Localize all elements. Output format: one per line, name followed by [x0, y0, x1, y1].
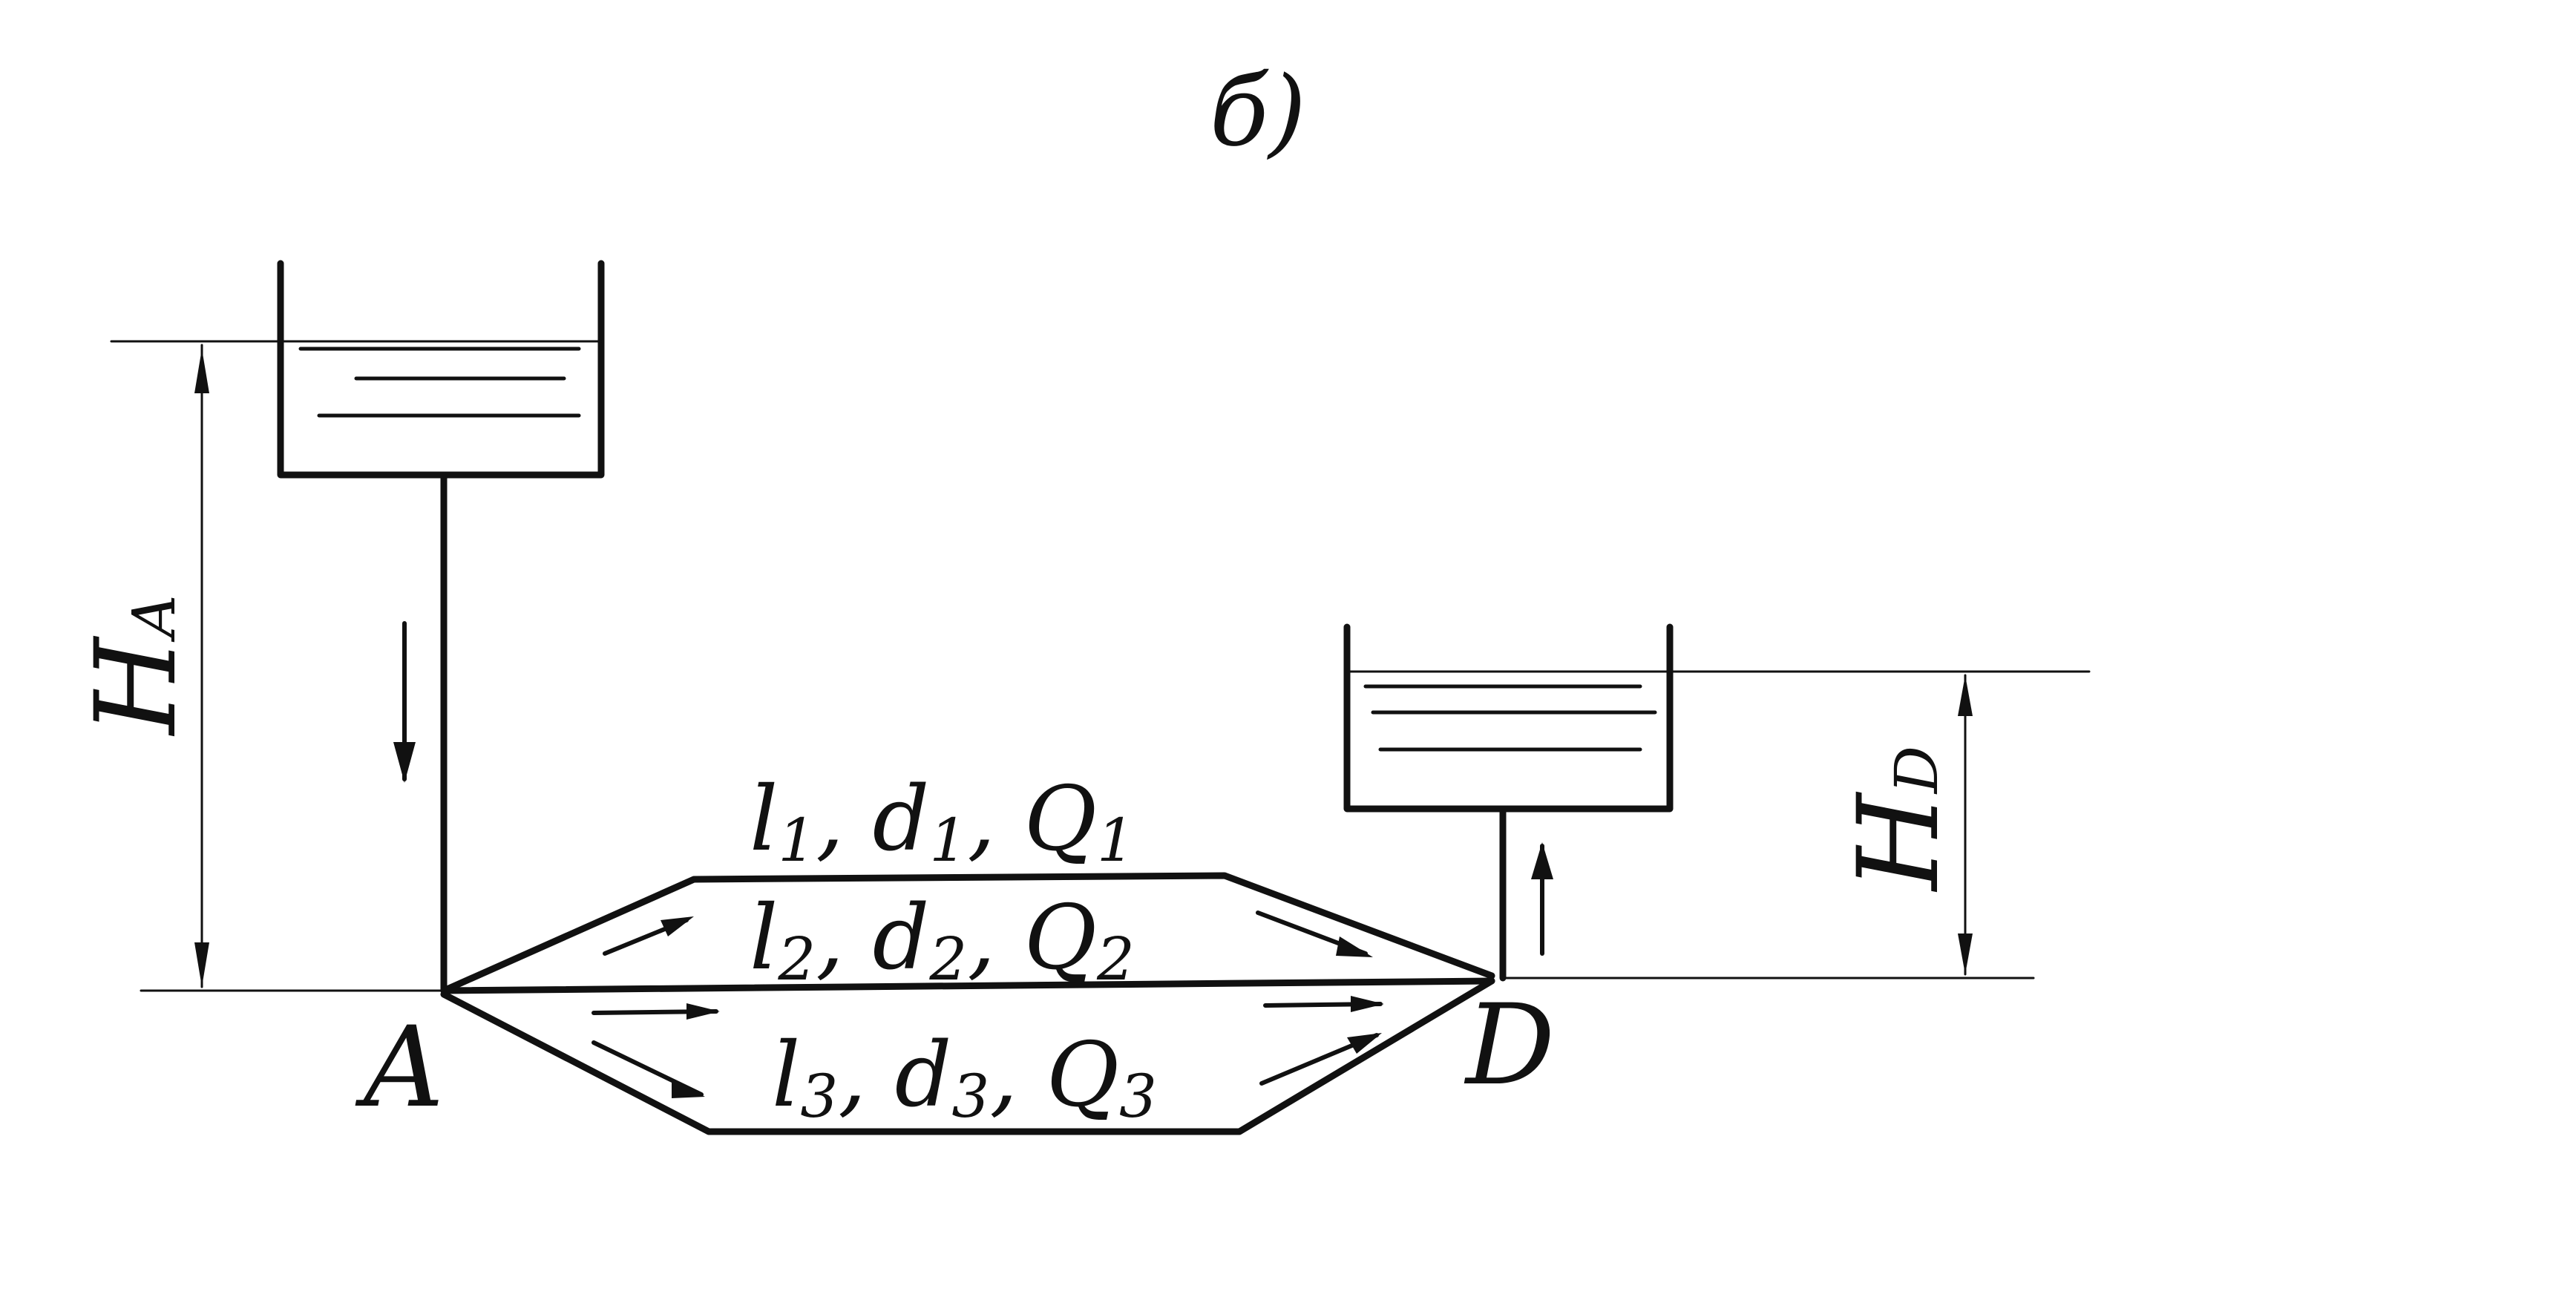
label-ha: HA [72, 594, 201, 737]
pipe-2 [440, 977, 1495, 994]
flow-arrow-up [1531, 842, 1553, 956]
reservoir-a [277, 260, 605, 479]
label-pipe-1: l1, d1, Q1 [750, 768, 1135, 875]
pipe-3 [440, 977, 1495, 1135]
node-label-a: A [355, 1003, 444, 1132]
flow-arrow-down [393, 621, 416, 783]
node-label-d: D [1464, 981, 1555, 1110]
flow-arrows [591, 910, 1384, 1098]
pipe-1 [440, 872, 1495, 994]
pipe-network [440, 872, 1495, 1135]
dimension-ha [194, 344, 209, 988]
dimension-hd [1958, 674, 1973, 976]
label-hd: HD [1835, 746, 1964, 893]
label-pipe-2: l2, d2, Q2 [750, 887, 1135, 994]
figure-title: б) [1210, 55, 1306, 168]
label-pipe-3: l3, d3, Q3 [772, 1024, 1157, 1131]
reservoir-d [1343, 623, 1674, 813]
